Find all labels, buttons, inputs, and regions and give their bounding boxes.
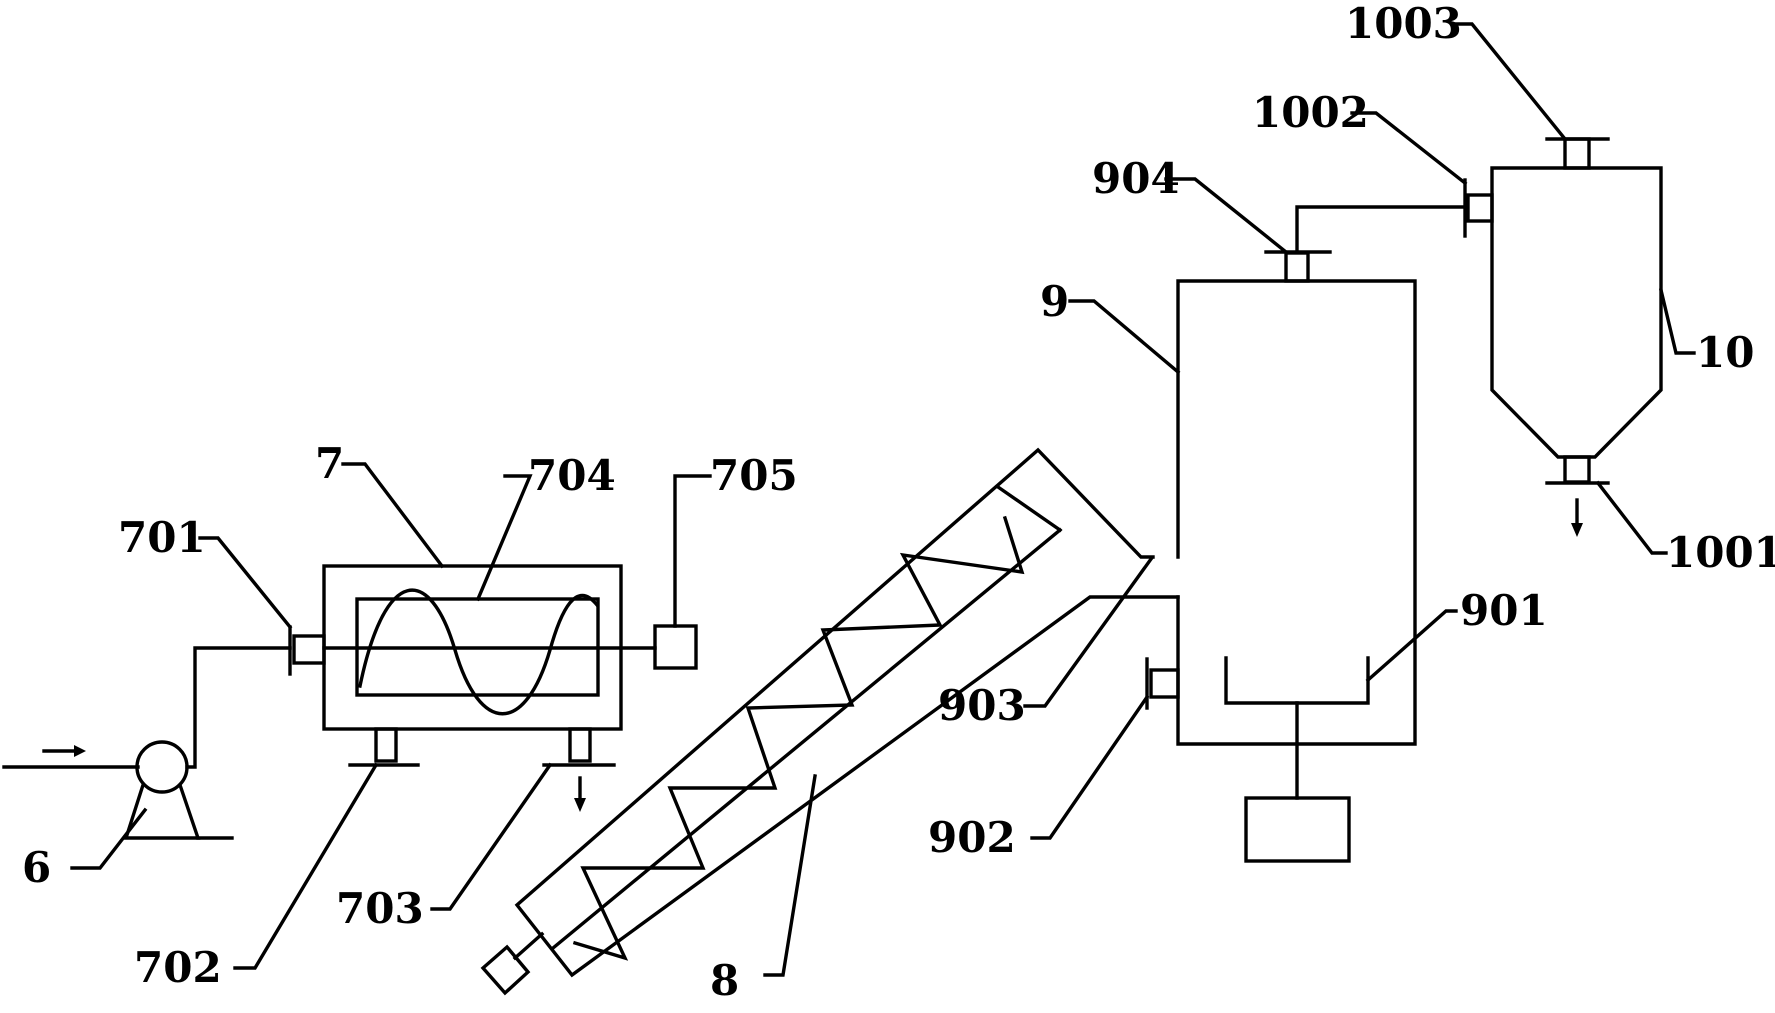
pump — [123, 740, 234, 840]
mixer-inlet-flange — [288, 625, 326, 676]
labels: 6 7 701 702 703 704 705 8 9 901 903 902 … — [22, 0, 1775, 1005]
label-reactor: 9 — [1040, 277, 1069, 326]
label-cyclone-bottom-outlet: 1001 — [1666, 528, 1775, 577]
label-mixer-support-left: 702 — [134, 943, 222, 992]
mixer-screw — [322, 588, 657, 716]
label-pump: 6 — [22, 843, 51, 892]
cyclone-body — [1490, 166, 1663, 459]
reactor-agitator — [1224, 656, 1370, 863]
label-mixer-motor: 705 — [710, 451, 798, 500]
mixer-motor — [653, 624, 698, 670]
reactor-to-cyclone-pipe — [1295, 205, 1467, 254]
label-mixer-inlet: 701 — [118, 513, 206, 562]
mixer-support-left — [348, 727, 420, 767]
reactor-inlet-flange — [1145, 657, 1180, 710]
mixer-outlet — [542, 727, 616, 812]
cyclone-top-outlet — [1545, 137, 1610, 170]
label-reactor-agitator: 901 — [1460, 586, 1548, 635]
leader-lines — [70, 22, 1696, 977]
screw-conveyor-motor — [480, 931, 545, 996]
label-reactor-top-outlet: 904 — [1092, 154, 1180, 203]
pump-to-mixer-pipe — [185, 646, 292, 769]
reactor-top-outlet — [1264, 250, 1332, 283]
label-cyclone-inlet: 1002 — [1252, 88, 1369, 137]
screw-conveyor-casing — [514, 447, 1180, 978]
screw-conveyor-flight — [572, 515, 1025, 961]
cyclone-bottom-outlet — [1545, 455, 1610, 537]
label-screw-conveyor: 8 — [710, 956, 739, 1005]
label-reactor-inlet: 902 — [928, 813, 1016, 862]
label-cyclone-top-outlet: 1003 — [1345, 0, 1462, 48]
feed-inlet-line — [2, 745, 140, 769]
label-cyclone: 10 — [1696, 328, 1754, 377]
label-mixer-screw: 704 — [528, 451, 616, 500]
label-mixer: 7 — [315, 439, 344, 488]
reactor-body — [1176, 279, 1417, 746]
cyclone-inlet-flange — [1463, 178, 1494, 238]
label-reactor-feed-port: 903 — [938, 681, 1026, 730]
label-mixer-outlet: 703 — [336, 884, 424, 933]
